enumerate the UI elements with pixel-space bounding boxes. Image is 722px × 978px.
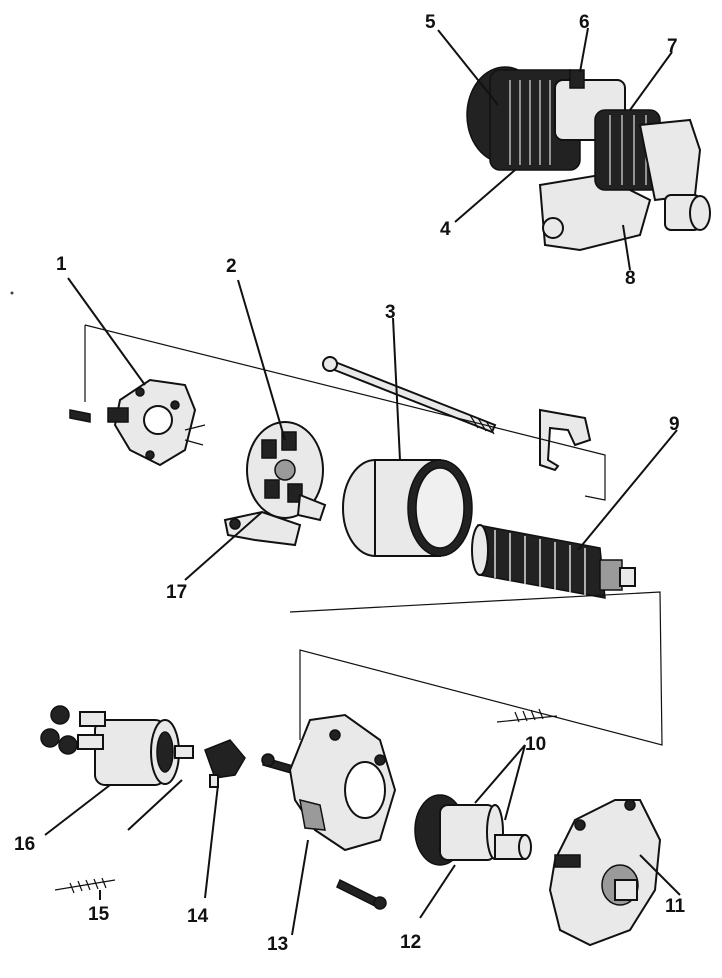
spring — [54, 877, 116, 894]
callout-13: 13 — [267, 934, 288, 955]
leader-lines — [44, 27, 681, 936]
field-frame-yoke — [342, 459, 473, 557]
brush-end-plate — [69, 378, 206, 467]
front-housing — [548, 799, 662, 947]
callout-3: 3 — [385, 302, 396, 323]
armature — [471, 524, 636, 599]
callout-15: 15 — [88, 904, 110, 925]
callout-11: 11 — [665, 896, 686, 917]
drive-lever — [204, 739, 246, 788]
bracket-clip — [539, 408, 592, 472]
scan-dot — [10, 291, 14, 295]
callout-4: 4 — [440, 219, 451, 240]
callout-9: 9 — [669, 414, 680, 435]
solenoid-switch — [40, 705, 194, 786]
callout-1: 1 — [56, 254, 67, 275]
callout-7: 7 — [667, 36, 678, 57]
drive-housing — [288, 713, 397, 852]
through-bolt — [322, 356, 497, 435]
callout-2: 2 — [226, 256, 237, 277]
callout-17: 17 — [166, 582, 187, 603]
callout-numbers: 1 2 3 4 5 6 7 8 9 10 11 12 13 14 15 16 1… — [14, 12, 686, 955]
callout-5: 5 — [425, 12, 436, 33]
screw-lower — [336, 878, 387, 910]
callout-16: 16 — [14, 834, 35, 855]
callout-6: 6 — [579, 12, 590, 33]
callout-14: 14 — [187, 906, 209, 927]
small-spring — [496, 708, 558, 723]
callout-12: 12 — [400, 932, 421, 953]
assembled-starter-illustration — [466, 66, 711, 252]
callout-8: 8 — [625, 268, 636, 289]
overrunning-clutch — [414, 794, 532, 866]
assembly-guide-lines — [84, 324, 663, 746]
brush-holder — [223, 421, 327, 547]
callout-10: 10 — [525, 734, 546, 755]
